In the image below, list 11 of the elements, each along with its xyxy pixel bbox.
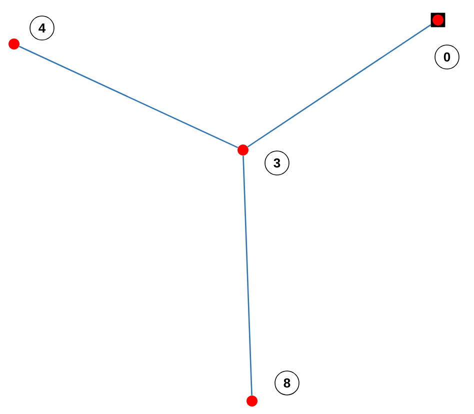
dot xyxy=(246,395,258,406)
dot xyxy=(238,144,248,156)
callout-number: 4 xyxy=(30,16,54,40)
callout-number: 0 xyxy=(434,44,460,70)
callout-number: 3 xyxy=(264,150,290,176)
boxed-dot xyxy=(430,12,446,28)
callout-number: 8 xyxy=(274,370,300,396)
line xyxy=(247,24,432,148)
dot xyxy=(8,38,20,50)
line xyxy=(18,46,238,148)
line xyxy=(242,156,252,396)
